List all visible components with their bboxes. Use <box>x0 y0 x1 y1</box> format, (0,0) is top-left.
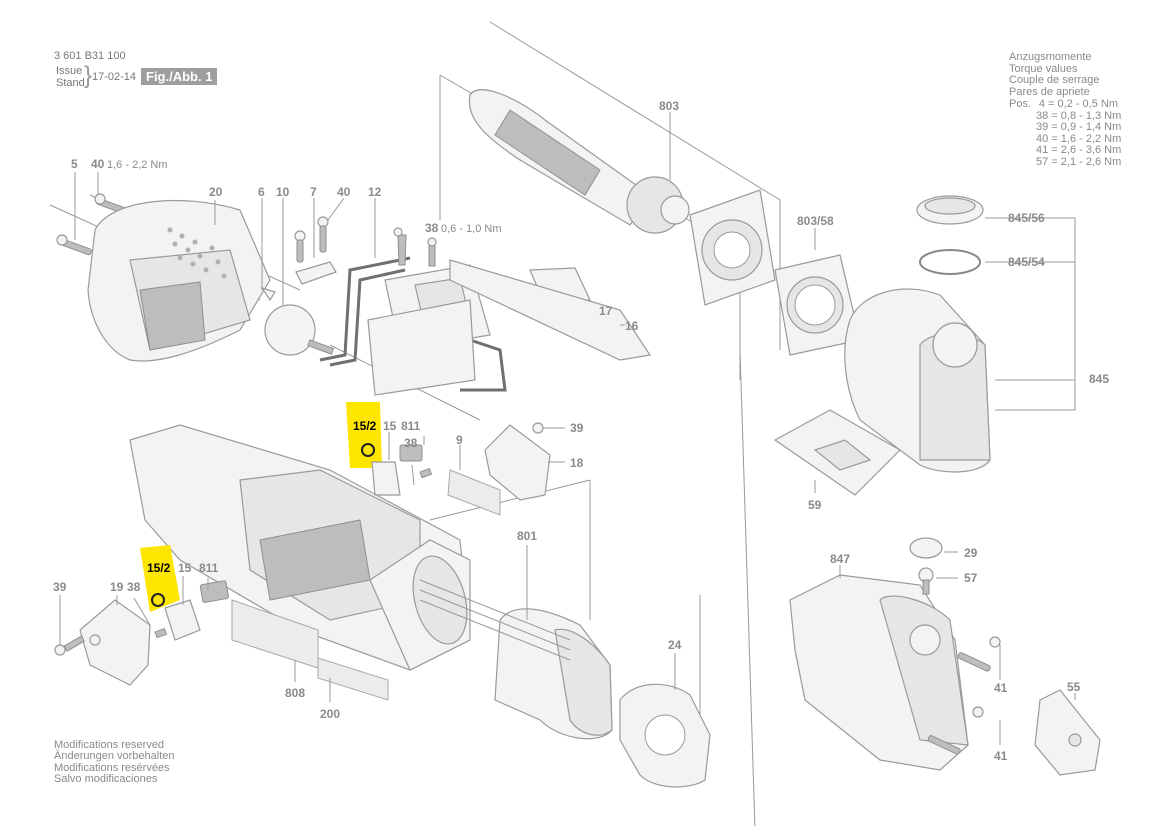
flange-plate <box>689 189 776 306</box>
housing-shell-20 <box>87 199 271 362</box>
label-17: 17 <box>599 304 613 318</box>
plate-200 <box>317 657 389 701</box>
label-16: 16 <box>625 319 639 333</box>
label-803-58: 803/58 <box>797 214 834 228</box>
label-40-torque: 1,6 - 2,2 Nm <box>107 159 168 171</box>
label-39-bottom: 39 <box>53 580 67 594</box>
label-39-top: 39 <box>570 421 584 435</box>
label-845-56: 845/56 <box>1008 211 1045 225</box>
label-10: 10 <box>276 185 290 199</box>
cable-12 <box>319 198 507 392</box>
ring-24 <box>619 653 711 788</box>
gasket-803-58 <box>774 228 861 356</box>
torque-pos-label: Pos. <box>1009 98 1032 110</box>
label-845: 845 <box>1089 372 1109 386</box>
label-24: 24 <box>668 638 682 652</box>
slider-7 <box>295 198 337 285</box>
label-40-top-left: 40 <box>91 157 105 171</box>
brace: } <box>84 62 93 89</box>
torque-value-39: 39 = 0,9 - 1,4 Nm <box>1036 121 1122 134</box>
brush-group-bottom <box>140 545 229 641</box>
label-803: 803 <box>659 99 679 113</box>
part-59 <box>773 409 901 496</box>
torque-value-57: 57 = 2,1 - 2,6 Nm <box>1036 155 1122 168</box>
stand-label: Stand <box>56 77 85 89</box>
cap-29 <box>909 537 958 559</box>
screws-41 <box>927 636 1001 755</box>
screws-40-centre <box>294 197 345 263</box>
label-7: 7 <box>310 185 317 199</box>
label-801: 801 <box>517 529 537 543</box>
label-811-top: 811 <box>401 419 421 433</box>
footer-line-es: Salvo modificaciones <box>54 773 158 786</box>
label-38-top: 38 <box>425 221 439 235</box>
screw-5 <box>56 172 92 256</box>
part-6 <box>260 198 276 302</box>
label-9: 9 <box>456 433 463 447</box>
highlight-bottom <box>140 545 180 612</box>
label-38-mid: 38 <box>404 436 418 450</box>
label-57: 57 <box>964 571 978 585</box>
highlight-top <box>346 402 382 468</box>
part-labels: 5 40 1,6 - 2,2 Nm 20 6 10 7 40 12 38 0,6… <box>53 99 1109 763</box>
armature-803 <box>468 89 690 234</box>
torque-heading-fr: Couple de serrage <box>1009 74 1100 87</box>
label-40-centre: 40 <box>337 185 351 199</box>
gear-head-845 <box>844 195 1076 473</box>
torque-value-41: 41 = 2,6 - 3,6 Nm <box>1036 144 1122 157</box>
brush-group-top <box>346 402 501 516</box>
label-20: 20 <box>209 185 223 199</box>
torque-value-40: 40 = 1,6 - 2,2 Nm <box>1036 132 1122 145</box>
issue-date: 17-02-14 <box>92 71 137 83</box>
torque-value-4: 4 = 0,2 - 0,5 Nm <box>1038 98 1118 110</box>
torque-table: Anzugsmomente Torque values Couple de se… <box>1009 51 1100 98</box>
footer-line-fr: Modifications resérvées <box>54 761 170 774</box>
motor-housing <box>129 424 471 671</box>
figure-label: Fig./Abb. 1 <box>141 68 218 85</box>
label-59: 59 <box>808 498 822 512</box>
label-845-54: 845/54 <box>1008 255 1045 269</box>
label-18: 18 <box>570 456 584 470</box>
screw-40-left <box>94 172 127 214</box>
ball-switch-10 <box>264 198 335 356</box>
label-55: 55 <box>1067 680 1081 694</box>
electronics-module <box>367 227 491 396</box>
label-38-torque: 0,6 - 1,0 Nm <box>441 223 502 235</box>
torque-heading-en: Torque values <box>1009 62 1078 75</box>
screw-57 <box>918 567 958 595</box>
cover-18 <box>484 422 565 501</box>
torque-values: 4 = 0,2 - 0,5 Nm 38 = 0,8 - 1,3 Nm 39 = … <box>1036 98 1122 169</box>
label-808: 808 <box>285 686 305 700</box>
torque-heading-es: Pares de apriete <box>1009 85 1090 98</box>
footer-line-en: Modifications reserved <box>54 739 165 751</box>
switch-bar-16 <box>449 259 652 361</box>
issue-label: Issue <box>56 65 83 77</box>
label-41-top: 41 <box>994 681 1008 695</box>
label-15-top: 15 <box>383 419 397 433</box>
label-plates <box>231 599 389 702</box>
label-15-2-top: 15/2 <box>353 419 377 433</box>
label-847: 847 <box>830 552 850 566</box>
label-15-bottom: 15 <box>178 561 192 575</box>
housing-847 <box>789 565 969 771</box>
label-12: 12 <box>368 185 382 199</box>
label-5: 5 <box>71 157 78 171</box>
field-801 <box>419 545 613 740</box>
torque-value-38: 38 = 0,8 - 1,3 Nm <box>1036 109 1122 122</box>
part-55 <box>1034 689 1101 776</box>
label-6: 6 <box>258 185 265 199</box>
torque-heading-de: Anzugsmomente <box>1009 51 1092 63</box>
footer-line-de: Änderungen vorbehalten <box>54 750 175 763</box>
cover-19 <box>54 595 168 686</box>
label-38-bottom: 38 <box>127 580 141 594</box>
footer-notes: Modifications reserved Änderungen vorbeh… <box>54 739 175 786</box>
label-19: 19 <box>110 580 124 594</box>
part-number: 3 601 B31 100 <box>54 50 126 62</box>
label-15-2-bottom: 15/2 <box>147 561 171 575</box>
label-200: 200 <box>320 707 340 721</box>
label-29: 29 <box>964 546 978 560</box>
label-811-bottom: 811 <box>199 561 219 575</box>
label-41-bottom: 41 <box>994 749 1008 763</box>
